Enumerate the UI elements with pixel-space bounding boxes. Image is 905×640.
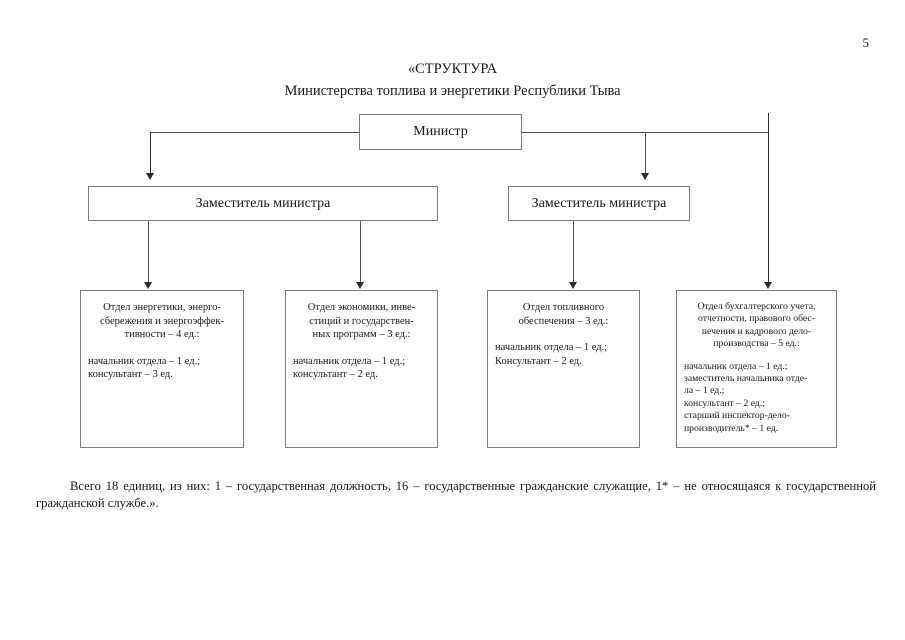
node-department-energy-head: Отдел энергетики, энерго- сбережения и э… [100,302,224,340]
connector-minister-to-dept4-vertical [768,113,769,283]
arrow-minister-to-deputy1 [145,173,154,180]
node-department-fuel-supply-body: начальник отдела – 1 ед.; Консультант – … [495,342,608,367]
node-department-economics-body: начальник отдела – 1 ед.; консультант – … [293,355,406,381]
title-line-2: Министерства топлива и энергетики Респуб… [284,83,621,99]
connector-deputy1-to-dept2-vertical [360,221,361,283]
footer-summary-text: Всего 18 единиц, из них: 1 – государстве… [36,479,876,510]
node-department-accounting-body: начальник отдела – 1 ед.; заместитель на… [684,360,808,434]
connector-minister-left-horizontal [150,132,359,133]
page-title: «СТРУКТУРА Министерства топлива и энерге… [0,58,905,102]
node-department-accounting[interactable]: Отдел бухгалтерского учета, отчетности, … [676,290,837,448]
page-number: 5 [862,35,870,50]
node-deputy-minister-2-label: Заместитель министра [531,195,667,211]
node-deputy-minister-1-label: Заместитель министра [195,195,331,211]
node-deputy-minister-1[interactable]: Заместитель министра [88,186,438,221]
arrow-minister-to-dept4 [763,282,772,289]
connector-deputy2-to-dept3-vertical [573,221,574,283]
arrow-minister-to-deputy2 [640,173,649,180]
arrow-deputy2-to-dept3 [568,282,577,289]
node-department-energy[interactable]: Отдел энергетики, энерго- сбережения и э… [80,290,244,448]
node-department-fuel-supply-head: Отдел топливного обеспечения – 3 ед.: [518,302,609,327]
arrow-deputy1-to-dept1 [143,282,152,289]
node-department-fuel-supply[interactable]: Отдел топливного обеспечения – 3 ед.: на… [487,290,640,448]
connector-minister-to-deputy2-vertical [645,132,646,174]
node-department-economics-head: Отдел экономики, инве- стиций и государс… [307,302,416,340]
node-department-accounting-head: Отдел бухгалтерского учета, отчетности, … [697,301,816,350]
node-department-energy-body: начальник отдела – 1 ед.; консультант – … [88,355,201,381]
node-minister[interactable]: Министр [359,114,522,150]
title-line-1: «СТРУКТУРА [407,61,498,77]
connector-minister-to-deputy1-vertical [150,132,151,174]
connector-deputy1-to-dept1-vertical [148,221,149,283]
node-deputy-minister-2[interactable]: Заместитель министра [508,186,690,221]
arrow-deputy1-to-dept2 [355,282,364,289]
node-minister-label: Министр [413,124,468,139]
node-department-economics[interactable]: Отдел экономики, инве- стиций и государс… [285,290,438,448]
